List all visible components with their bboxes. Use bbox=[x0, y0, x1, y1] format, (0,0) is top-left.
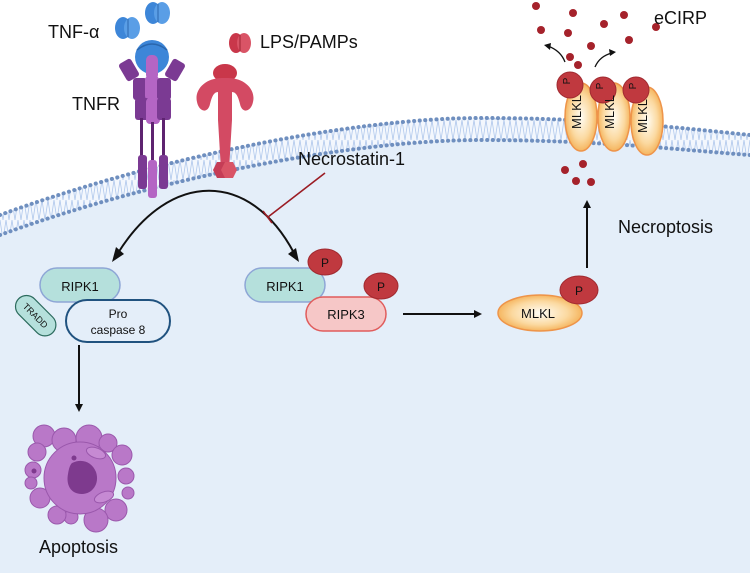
complex-i bbox=[14, 267, 171, 343]
ripk3 bbox=[305, 296, 387, 332]
ripk1-right bbox=[244, 267, 326, 303]
tnf-alpha-icon bbox=[115, 2, 170, 39]
tradd bbox=[14, 294, 57, 337]
necrostatin-label: Necrostatin-1 bbox=[298, 149, 406, 169]
ripk1-right-label: RIPK1 bbox=[266, 279, 304, 294]
tnfr-label: TNFR bbox=[72, 94, 120, 114]
apoptosis-label: Apoptosis bbox=[39, 537, 119, 557]
tlr-receptor-icon bbox=[196, 64, 254, 178]
release-arrow-right-head bbox=[609, 49, 616, 56]
phospho-mlkl bbox=[559, 275, 599, 305]
release-arrow-left-head bbox=[544, 43, 551, 50]
necrostatin-inhibition-bar bbox=[262, 210, 273, 224]
phospho-ripk1-label: P bbox=[321, 256, 329, 270]
lps-label: LPS/PAMPs bbox=[260, 32, 358, 52]
cytoplasm bbox=[0, 140, 750, 573]
phospho-ripk3 bbox=[363, 272, 399, 300]
release-arrow-right bbox=[594, 52, 613, 68]
procaspase-8 bbox=[65, 299, 171, 343]
pore-phospho-1: P bbox=[562, 77, 573, 84]
phospho-mlkl-label: P bbox=[575, 284, 583, 298]
procaspase-label-2: caspase 8 bbox=[91, 323, 146, 337]
phospho-ripk3-label: P bbox=[377, 280, 385, 294]
pore-mlkl-3: MLKL bbox=[635, 99, 650, 133]
arrow-head-right bbox=[288, 248, 299, 262]
procaspase-label-1: Pro bbox=[109, 307, 128, 321]
pore-mlkl-2: MLKL bbox=[602, 95, 617, 129]
necrosome bbox=[244, 248, 399, 332]
pore-mlkl-1: MLKL bbox=[569, 95, 584, 129]
pore-phospho-2: P bbox=[595, 82, 606, 89]
ripk1-left-label: RIPK1 bbox=[61, 279, 99, 294]
ecirp-particles bbox=[532, 2, 660, 186]
necrostatin-inhibition-line bbox=[267, 172, 326, 218]
release-arrow-left bbox=[547, 45, 566, 63]
phospho-ripk1 bbox=[307, 248, 343, 276]
pore-phospho-3: P bbox=[628, 82, 639, 89]
necroptosis-label: Necroptosis bbox=[618, 217, 714, 237]
tnfr-receptor-icon bbox=[119, 40, 185, 198]
ripk3-label: RIPK3 bbox=[327, 307, 365, 322]
mlkl-label: MLKL bbox=[521, 306, 555, 321]
tnf-alpha-label: TNF-α bbox=[48, 22, 100, 42]
lps-pamps-icon bbox=[229, 33, 251, 53]
branch-arrow bbox=[117, 189, 295, 254]
arrow-head-left bbox=[112, 247, 124, 262]
apoptotic-cell-icon bbox=[24, 424, 135, 533]
mlkl-cytosolic bbox=[497, 275, 599, 332]
mlkl-pore bbox=[556, 71, 664, 156]
ecirp-label: eCIRP bbox=[654, 8, 708, 28]
